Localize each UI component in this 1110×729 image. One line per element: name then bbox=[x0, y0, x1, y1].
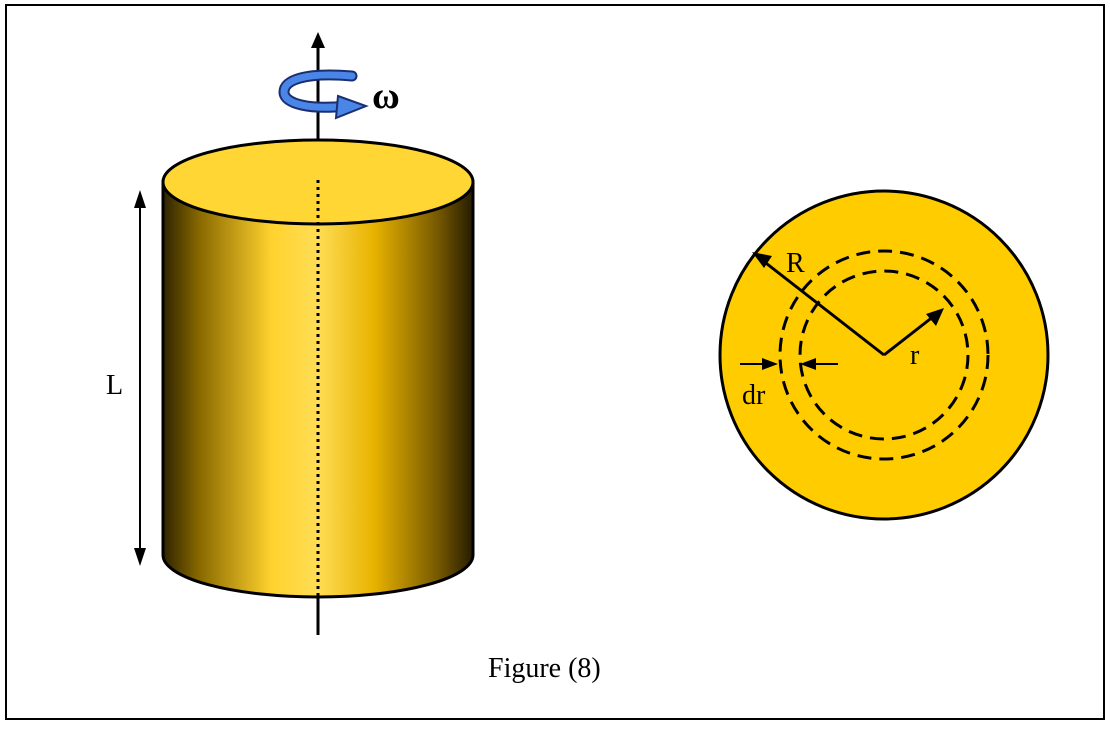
outer-radius-arrow-icon bbox=[752, 252, 772, 268]
inner-radius-label: r bbox=[910, 340, 920, 371]
figure-caption: Figure (8) bbox=[488, 653, 601, 684]
cross-section: R r dr bbox=[718, 189, 1050, 521]
length-arrow-top-icon bbox=[134, 190, 146, 208]
inner-radius-line bbox=[883, 314, 935, 357]
shell-inner-ring bbox=[798, 269, 970, 441]
dr-arrow-right-icon bbox=[800, 358, 816, 370]
length-arrow-bottom-icon bbox=[134, 548, 146, 566]
outer-radius-label: R bbox=[786, 248, 805, 279]
outer-radius-line bbox=[761, 258, 885, 357]
axis-arrow-head-icon bbox=[311, 32, 325, 48]
rotation-arrow-icon bbox=[278, 69, 369, 120]
inner-radius-arrow-icon bbox=[926, 308, 944, 326]
cylinder-body bbox=[161, 180, 475, 599]
length-label: L bbox=[106, 370, 123, 401]
dr-arrow-left-icon bbox=[762, 358, 778, 370]
cylinder: ω L bbox=[106, 32, 475, 635]
omega-label: ω bbox=[372, 75, 400, 117]
shell-thickness-label: dr bbox=[742, 380, 766, 411]
shell-outer-ring bbox=[778, 249, 990, 461]
